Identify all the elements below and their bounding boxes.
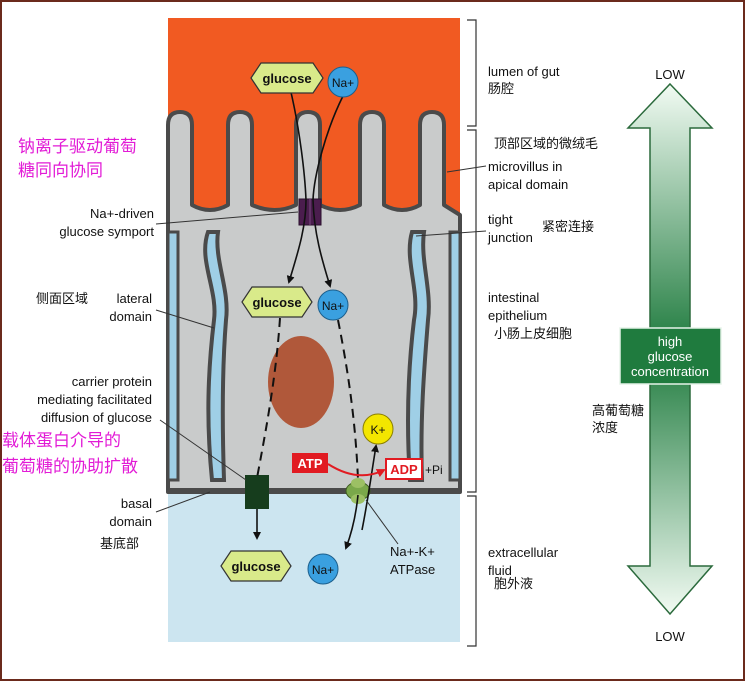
leader-tight-junction bbox=[415, 230, 487, 237]
na-exit-arrow bbox=[344, 494, 359, 550]
label-epithelium-cn: 小肠上皮细胞 bbox=[494, 327, 572, 342]
label-lateral-2: domain bbox=[109, 309, 152, 324]
label-fluid-cn: 胞外液 bbox=[494, 577, 533, 592]
bracket-fluid bbox=[467, 495, 477, 647]
label-basal-2: domain bbox=[109, 514, 152, 529]
lateral-space-left bbox=[203, 230, 229, 482]
label-basal-cn: 基底部 bbox=[100, 536, 139, 552]
atp-badge bbox=[292, 453, 328, 473]
label-fluid-2: fluid bbox=[488, 563, 512, 578]
lateral-space-left-edge bbox=[166, 230, 180, 482]
label-lumen: lumen of gut bbox=[488, 64, 560, 79]
sodium-ion-mid bbox=[317, 289, 349, 321]
atp-label: ATP bbox=[297, 456, 322, 471]
label-symport-cn-2: 糖同向协同 bbox=[18, 161, 103, 181]
label-carrier-2: mediating facilitated bbox=[37, 392, 152, 407]
leader-basal bbox=[155, 491, 211, 513]
epithelial-cell-body bbox=[166, 110, 462, 494]
sodium-label-top: Na+ bbox=[332, 76, 354, 90]
label-carrier-cn-1: 载体蛋白介导的 bbox=[2, 431, 121, 451]
label-carrier-cn-2: 葡萄糖的协助扩散 bbox=[2, 457, 138, 477]
high-glucose-line-1: high bbox=[658, 334, 683, 349]
label-carrier-1: carrier protein bbox=[72, 374, 152, 389]
label-epithelium-2: epithelium bbox=[488, 308, 547, 323]
label-fluid-1: extracellular bbox=[488, 545, 559, 560]
sodium-label-bottom: Na+ bbox=[312, 563, 334, 577]
label-microvillus-cn: 顶部区域的微绒毛 bbox=[494, 136, 598, 152]
label-basal-1: basal bbox=[121, 496, 152, 511]
label-lumen-cn: 肠腔 bbox=[488, 82, 514, 97]
sodium-ion-bottom bbox=[307, 553, 339, 585]
k-entry-arrow bbox=[361, 444, 379, 531]
label-lateral-cn: 侧面区域 bbox=[36, 292, 88, 307]
label-microvillus-1: microvillus in bbox=[488, 159, 562, 174]
glucose-hexagon-top bbox=[250, 62, 324, 94]
lateral-space-right-edge bbox=[448, 230, 462, 482]
label-epithelium-1: intestinal bbox=[488, 290, 539, 305]
bracket-lumen bbox=[467, 19, 477, 127]
leader-carrier bbox=[159, 419, 247, 481]
potassium-ion bbox=[362, 413, 394, 445]
na-entry-arrow bbox=[312, 95, 344, 288]
gradient-top-label: LOW bbox=[655, 67, 685, 82]
glucose-hexagon-bottom bbox=[220, 550, 292, 582]
label-symport-cn-1: 钠离子驱动葡萄 bbox=[18, 137, 137, 157]
bracket-epithelium bbox=[467, 129, 477, 493]
adp-badge bbox=[385, 458, 423, 480]
label-tight-2: junction bbox=[487, 230, 533, 245]
pi-label: +Pi bbox=[425, 463, 443, 477]
label-symport-1: Na+-driven bbox=[90, 206, 154, 221]
high-glucose-line-2: glucose bbox=[648, 349, 693, 364]
label-tight-1: tight bbox=[488, 212, 513, 227]
na-diffusion-path bbox=[337, 319, 359, 481]
glucose-diffusion-path bbox=[256, 317, 281, 479]
adp-label: ADP bbox=[390, 462, 418, 477]
glucose-hexagon-mid bbox=[241, 286, 313, 318]
nucleus bbox=[268, 336, 334, 428]
glucose-label-mid: glucose bbox=[252, 295, 301, 310]
glucose-label-bottom: glucose bbox=[231, 559, 280, 574]
label-concentration-cn-1: 高葡萄糖 bbox=[592, 403, 644, 419]
high-glucose-box bbox=[619, 327, 722, 385]
sodium-label-mid: Na+ bbox=[322, 299, 344, 313]
glucose-label-top: glucose bbox=[262, 71, 311, 86]
leader-symport bbox=[155, 211, 299, 225]
leader-pump bbox=[365, 499, 399, 545]
label-lateral-1: lateral bbox=[117, 291, 153, 306]
label-concentration-cn-2: 浓度 bbox=[592, 420, 618, 436]
atp-conversion-arrow bbox=[327, 463, 386, 478]
label-pump-2: ATPase bbox=[390, 562, 435, 577]
label-microvillus-2: apical domain bbox=[488, 177, 568, 192]
label-tight-cn: 紧密连接 bbox=[542, 219, 594, 235]
high-glucose-line-3: concentration bbox=[631, 364, 709, 379]
glucose-carrier-protein bbox=[245, 475, 269, 509]
potassium-label: K+ bbox=[370, 423, 385, 437]
glucose-entry-arrow bbox=[286, 87, 307, 284]
label-carrier-3: diffusion of glucose bbox=[41, 410, 152, 425]
label-pump-1: Na+-K+ bbox=[390, 544, 435, 559]
label-symport-2: glucose symport bbox=[59, 224, 154, 239]
leader-microvillus bbox=[446, 165, 487, 173]
gradient-bottom-label: LOW bbox=[655, 629, 685, 644]
sodium-ion-top bbox=[327, 66, 359, 98]
leader-lateral bbox=[155, 309, 215, 329]
